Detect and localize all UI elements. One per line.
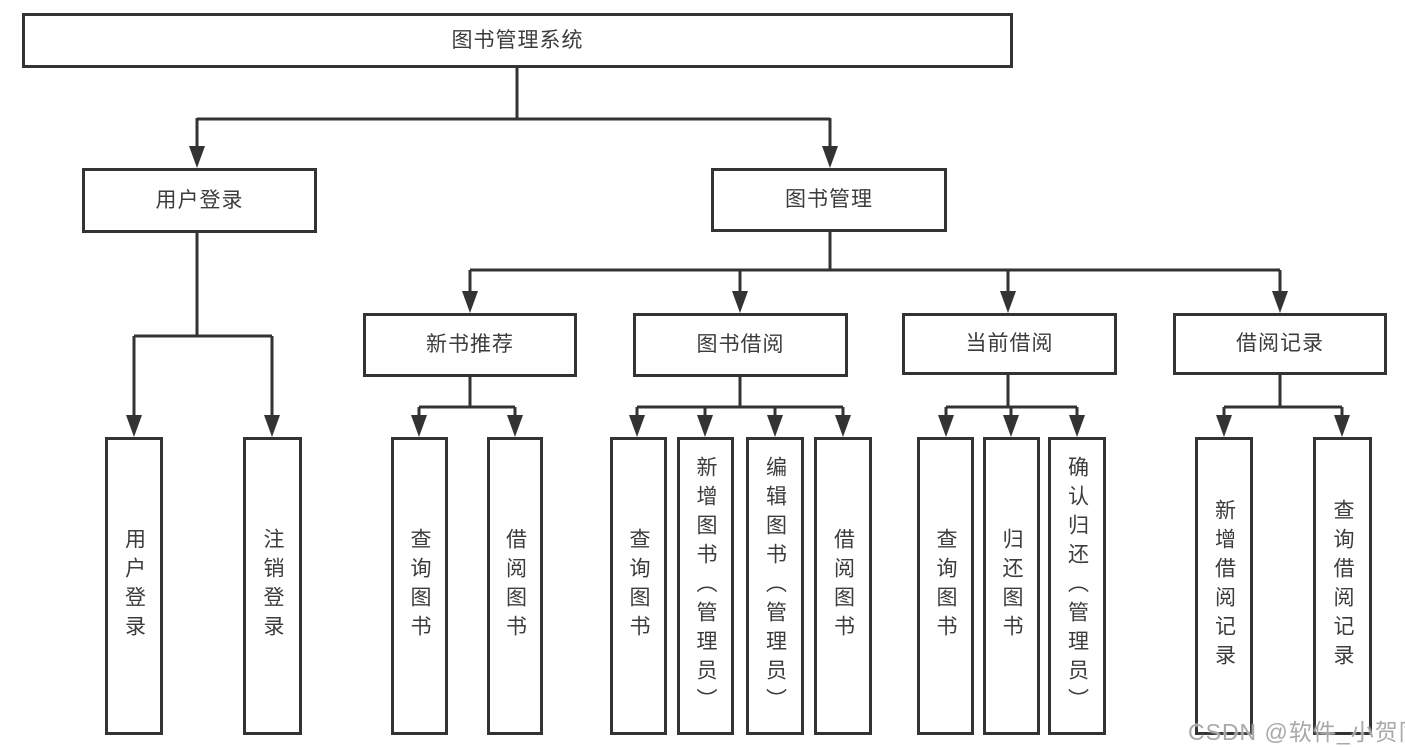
leaf-current-query-books: 查询图书 bbox=[917, 437, 974, 735]
node-label: 用户登录 bbox=[155, 188, 244, 212]
leaf-borrowing-query-books: 查询图书 bbox=[610, 437, 667, 735]
leaf-borrowing-edit-books-admin: 编辑图书（管理员） bbox=[746, 437, 804, 735]
leaf-logout: 注销登录 bbox=[243, 437, 302, 735]
node-new-book-recommendation: 新书推荐 bbox=[363, 313, 577, 377]
node-label: 查询图书 bbox=[934, 528, 957, 644]
node-book-borrowing: 图书借阅 bbox=[633, 313, 848, 377]
leaf-records-query-record: 查询借阅记录 bbox=[1313, 437, 1372, 735]
node-label: 查询图书 bbox=[627, 528, 650, 644]
node-user-login: 用户登录 bbox=[82, 168, 317, 233]
node-label: 编辑图书（管理员） bbox=[763, 455, 787, 717]
leaf-borrowing-borrow-books: 借阅图书 bbox=[814, 437, 872, 735]
leaf-newbook-query-books: 查询图书 bbox=[391, 437, 448, 735]
leaf-current-return-books: 归还图书 bbox=[983, 437, 1040, 735]
node-borrowing-records: 借阅记录 bbox=[1173, 313, 1387, 375]
node-label: 图书管理 bbox=[785, 188, 873, 212]
leaf-borrowing-add-books-admin: 新增图书（管理员） bbox=[677, 437, 734, 735]
node-label: 查询图书 bbox=[408, 528, 431, 644]
node-label: 借阅图书 bbox=[831, 528, 855, 644]
leaf-user-login: 用户登录 bbox=[105, 437, 163, 735]
node-current-borrowing: 当前借阅 bbox=[902, 313, 1117, 375]
csdn-watermark: CSDN @软件_小贺同学 bbox=[1188, 719, 1405, 745]
node-label: 归还图书 bbox=[1000, 528, 1023, 644]
node-label: 借阅记录 bbox=[1236, 332, 1324, 356]
node-label: 查询借阅记录 bbox=[1331, 499, 1354, 673]
node-label: 新增图书（管理员） bbox=[694, 455, 717, 717]
node-label: 新增借阅记录 bbox=[1212, 499, 1236, 673]
node-label: 新书推荐 bbox=[426, 333, 514, 357]
node-label: 图书管理系统 bbox=[451, 28, 584, 52]
node-label: 借阅图书 bbox=[503, 528, 527, 644]
leaf-records-add-record: 新增借阅记录 bbox=[1195, 437, 1253, 735]
node-label: 用户登录 bbox=[122, 528, 146, 644]
node-label: 确认归还（管理员） bbox=[1065, 455, 1089, 717]
node-library-management-system: 图书管理系统 bbox=[22, 13, 1013, 68]
node-label: 注销登录 bbox=[261, 528, 284, 644]
leaf-current-confirm-return-admin: 确认归还（管理员） bbox=[1048, 437, 1106, 735]
leaf-newbook-borrow-books: 借阅图书 bbox=[487, 437, 543, 735]
node-book-management: 图书管理 bbox=[711, 168, 947, 232]
node-label: 图书借阅 bbox=[696, 333, 785, 357]
node-label: 当前借阅 bbox=[965, 332, 1054, 356]
